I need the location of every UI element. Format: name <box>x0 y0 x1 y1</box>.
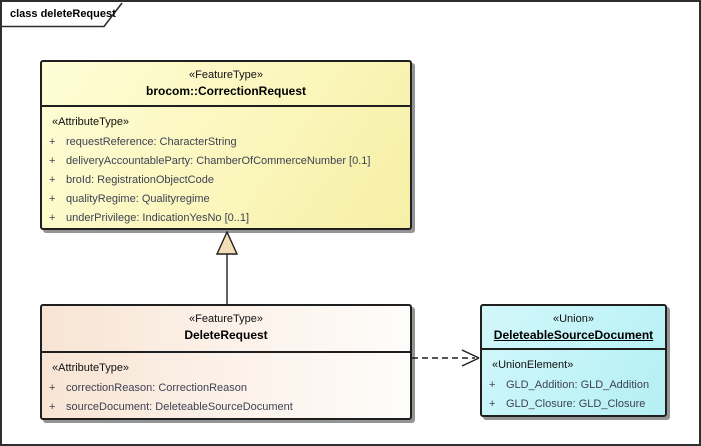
attribute-row: + deliveryAccountableParty: ChamberOfCom… <box>42 151 410 170</box>
attribute-row: + GLD_Addition: GLD_Addition <box>482 375 665 394</box>
class-name: DeleteableSourceDocument <box>493 328 654 342</box>
class-header: «FeatureType» brocom::CorrectionRequest <box>42 62 410 107</box>
class-header: «FeatureType» DeleteRequest <box>42 306 410 353</box>
attribute-row: + qualityRegime: Qualityregime <box>42 189 410 208</box>
attribute-text: deliveryAccountableParty: ChamberOfComme… <box>66 154 371 167</box>
attribute-row: + broId: RegistrationObjectCode <box>42 170 410 189</box>
class-header: «Union» DeleteableSourceDocument <box>482 306 665 350</box>
attribute-compartment: «AttributeType» + correctionReason: Corr… <box>42 353 410 416</box>
attribute-text: GLD_Closure: GLD_Closure <box>506 397 646 410</box>
attribute-text: broId: RegistrationObjectCode <box>66 173 214 186</box>
attribute-text: sourceDocument: DeleteableSourceDocument <box>66 400 293 413</box>
frame-tab-outline <box>2 2 123 28</box>
attribute-text: requestReference: CharacterString <box>66 135 237 148</box>
attribute-row: + GLD_Closure: GLD_Closure <box>482 394 665 413</box>
visibility-label: + <box>49 173 56 186</box>
attribute-compartment: «UnionElement» + GLD_Addition: GLD_Addit… <box>482 350 665 413</box>
attribute-row: + requestReference: CharacterString <box>42 132 410 151</box>
visibility-label: + <box>49 135 56 148</box>
dependency-arrow[interactable] <box>411 347 481 369</box>
attribute-text: correctionReason: CorrectionReason <box>66 381 247 394</box>
visibility-label: + <box>49 211 56 224</box>
attribute-text: GLD_Addition: GLD_Addition <box>506 378 650 391</box>
frame-tab-label: class deleteRequest <box>10 8 116 20</box>
attribute-text: underPrivilege: IndicationYesNo [0..1] <box>66 211 250 224</box>
visibility-label: + <box>49 400 56 413</box>
attribute-text: qualityRegime: Qualityregime <box>66 192 210 205</box>
class-name: DeleteRequest <box>184 328 268 342</box>
attribute-compartment: «AttributeType» + requestReference: Char… <box>42 107 410 227</box>
visibility-label: + <box>489 397 496 410</box>
attribute-section-label: «UnionElement» <box>492 359 574 371</box>
visibility-label: + <box>49 192 56 205</box>
class-delete-request[interactable]: «FeatureType» DeleteRequest «AttributeTy… <box>40 304 412 420</box>
visibility-label: + <box>49 154 56 167</box>
frame-tab: class deleteRequest <box>2 2 134 30</box>
stereotype-label: «Union» <box>553 313 594 325</box>
generalization-arrow[interactable] <box>206 231 248 305</box>
visibility-label: + <box>489 378 496 391</box>
attribute-row: + correctionReason: CorrectionReason <box>42 378 410 397</box>
attribute-row: + sourceDocument: DeleteableSourceDocume… <box>42 397 410 416</box>
stereotype-label: «FeatureType» <box>189 313 263 325</box>
attribute-section-label: «AttributeType» <box>52 116 130 128</box>
visibility-label: + <box>49 381 56 394</box>
class-name: brocom::CorrectionRequest <box>145 84 306 98</box>
attribute-section-label: «AttributeType» <box>52 362 130 374</box>
stereotype-label: «FeatureType» <box>189 69 263 81</box>
class-deleteable-source-document[interactable]: «Union» DeleteableSourceDocument «UnionE… <box>480 304 667 417</box>
class-correction-request[interactable]: «FeatureType» brocom::CorrectionRequest … <box>40 60 412 230</box>
attribute-row: + underPrivilege: IndicationYesNo [0..1] <box>42 208 410 227</box>
